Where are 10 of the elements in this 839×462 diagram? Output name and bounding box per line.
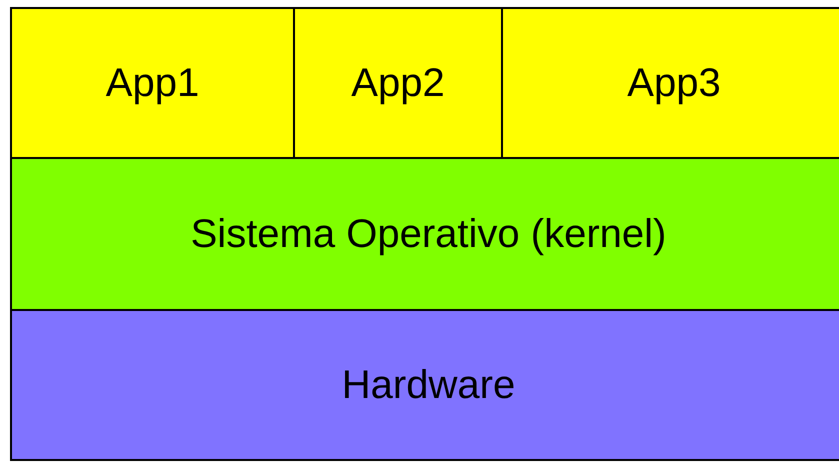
layer-box xyxy=(293,7,503,159)
layer-label: Sistema Operativo (kernel) xyxy=(190,212,666,256)
layer-label: App2 xyxy=(351,60,445,106)
layer-label: Hardware xyxy=(342,362,516,408)
layer-box xyxy=(10,7,295,159)
layer-box xyxy=(501,7,839,159)
layer-label: App1 xyxy=(106,60,200,106)
layer-box xyxy=(10,309,839,461)
layer-box xyxy=(10,157,839,311)
layer-label: App3 xyxy=(627,60,721,106)
